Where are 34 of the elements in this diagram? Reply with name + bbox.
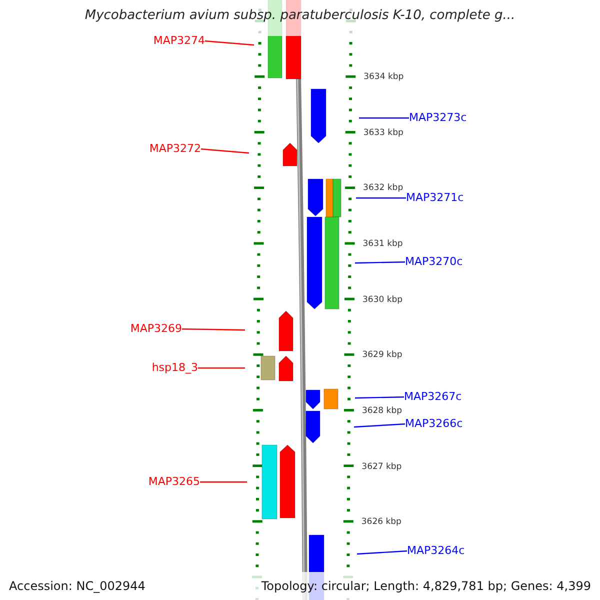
gene-label: MAP3266c [405,416,463,432]
leader-line [354,423,406,428]
position-label: 3631 kbp [362,238,403,250]
gene-label: MAP3269 [130,321,182,337]
gene-label: MAP3270c [405,254,463,270]
position-label: 3627 kbp [362,461,402,473]
accession-text: Accession: NC_002944 [9,578,146,594]
leader-line [204,40,254,46]
gene-label: MAP3274 [153,33,205,49]
map-title: Mycobacterium avium subsp. paratuberculosis K-10, complete g... [84,8,516,25]
leader-line [354,261,406,264]
leader-line [356,550,408,555]
leader-line [200,481,247,483]
gene-label: MAP3265 [148,474,200,490]
leader-line [198,367,245,369]
gene-label: MAP3273c [409,110,467,126]
position-label: 3626 kbp [361,516,402,528]
position-label: 3630 kbp [362,294,403,306]
gene-label: hsp18_3 [152,360,198,376]
leader-line [359,117,409,119]
gene-label: MAP3264c [407,543,465,559]
position-label: 3633 kbp [363,127,404,139]
gene-label: MAP3272 [149,141,201,157]
position-label: 3632 kbp [363,182,404,194]
position-label: 3628 kbp [362,405,402,417]
gene-label: MAP3271c [406,190,464,206]
leader-line [356,197,406,199]
gene-label: MAP3267c [404,389,462,405]
leader-line [200,148,250,154]
leader-line [354,396,404,399]
position-label: 3634 kbp [364,71,404,83]
position-label: 3629 kbp [362,349,402,361]
leader-line [182,328,246,331]
topology-text: Topology: circular; Length: 4,829,781 bp; Genes: 4,399 [261,578,591,594]
